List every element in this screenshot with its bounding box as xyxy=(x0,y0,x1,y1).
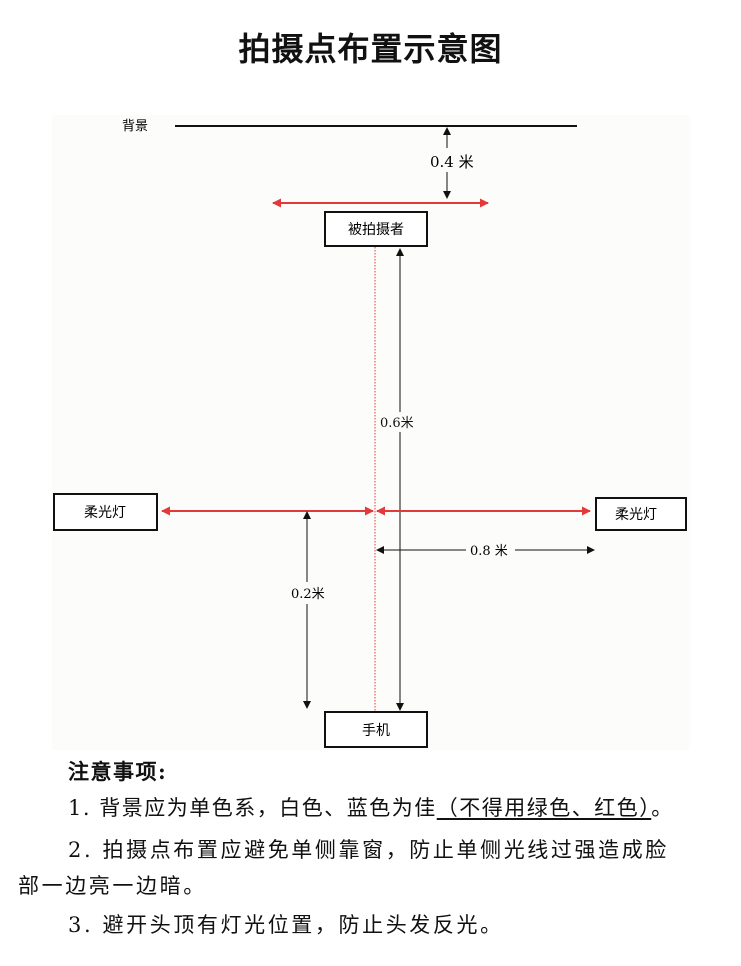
note-item-2-line-2: 部一边亮一边暗。 xyxy=(18,874,207,898)
phone-label: 手机 xyxy=(362,723,390,739)
dist-light-center-label: 0.8 米 xyxy=(470,544,508,559)
phone-box xyxy=(324,711,428,748)
dist-subject-phone-label: 0.6米 xyxy=(380,416,414,431)
diagram-canvas xyxy=(52,115,690,750)
light-left-label: 柔光灯 xyxy=(84,505,126,521)
background-label: 背景 xyxy=(122,119,148,134)
dist-light-phone-label: 0.2米 xyxy=(291,587,325,602)
note-item-1-underlined: （不得用绿色、红色） xyxy=(436,796,652,820)
page-title: 拍摄点布置示意图 xyxy=(238,30,503,68)
note-item-2-line-1: 2. 拍摄点布置应避免单侧靠窗，防止单侧光线过强造成脸 xyxy=(68,838,669,862)
note-item-1-end: 。 xyxy=(651,796,674,820)
light-right-label: 柔光灯 xyxy=(615,507,657,523)
subject-label: 被拍摄者 xyxy=(348,222,404,238)
note-item-1-text: 1. 背景应为单色系，白色、蓝色为佳 xyxy=(68,796,437,820)
subject-box xyxy=(324,211,428,247)
note-item-1: 1. 背景应为单色系，白色、蓝色为佳（不得用绿色、红色）。 xyxy=(68,792,674,822)
light-right-box xyxy=(595,497,687,531)
notes-heading: 注意事项: xyxy=(68,759,168,784)
dist-background-label: 0.4 米 xyxy=(430,153,474,171)
light-left-box xyxy=(53,493,158,531)
note-item-3: 3. 避开头顶有灯光位置，防止头发反光。 xyxy=(68,913,504,937)
